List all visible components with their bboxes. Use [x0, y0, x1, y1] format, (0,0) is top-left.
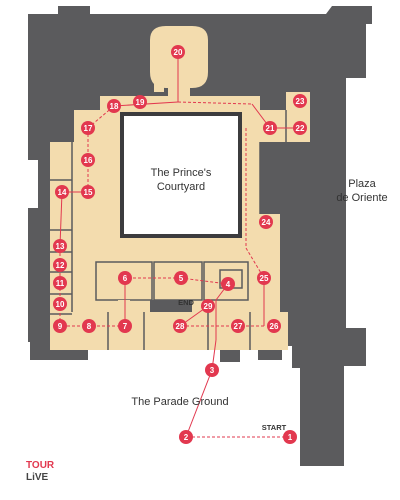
- stop-marker-8[interactable]: [82, 319, 96, 333]
- stop-number-4: 4: [226, 280, 231, 289]
- stop-number-22: 22: [296, 124, 305, 133]
- stop-marker-24[interactable]: [259, 215, 273, 229]
- stop-marker-7[interactable]: [118, 319, 132, 333]
- stop-marker-18[interactable]: [107, 99, 121, 113]
- stop-number-7: 7: [123, 322, 128, 331]
- end-label: END: [178, 298, 194, 307]
- stop-number-9: 9: [58, 322, 63, 331]
- stop-marker-16[interactable]: [81, 153, 95, 167]
- logo-line1: TOUR: [26, 460, 55, 471]
- stop-marker-14[interactable]: [55, 185, 69, 199]
- start-label: START: [262, 423, 287, 432]
- stop-number-29: 29: [204, 302, 213, 311]
- stop-number-16: 16: [84, 156, 93, 165]
- stop-marker-11[interactable]: [53, 276, 67, 290]
- stop-marker-26[interactable]: [267, 319, 281, 333]
- plaza-label-line2: de Oriente: [336, 192, 387, 204]
- stop-number-24: 24: [262, 218, 271, 227]
- stop-number-23: 23: [296, 97, 305, 106]
- stop-number-10: 10: [56, 300, 65, 309]
- stop-marker-12[interactable]: [53, 258, 67, 272]
- stop-marker-21[interactable]: [263, 121, 277, 135]
- stop-marker-1[interactable]: [283, 430, 297, 444]
- stop-marker-20[interactable]: [171, 45, 185, 59]
- stop-number-26: 26: [270, 322, 279, 331]
- stop-number-11: 11: [56, 279, 65, 288]
- stop-number-1: 1: [288, 433, 293, 442]
- stop-number-20: 20: [174, 48, 183, 57]
- stop-number-19: 19: [136, 98, 145, 107]
- stop-marker-28[interactable]: [173, 319, 187, 333]
- courtyard-label-line1: The Prince's: [151, 167, 212, 179]
- courtyard-label-line2: Courtyard: [157, 181, 205, 193]
- stop-marker-3[interactable]: [205, 363, 219, 377]
- stop-number-28: 28: [176, 322, 185, 331]
- stop-number-17: 17: [84, 124, 93, 133]
- stop-number-18: 18: [110, 102, 119, 111]
- plaza-label-line1: Plaza: [348, 178, 376, 190]
- stop-marker-13[interactable]: [53, 239, 67, 253]
- parade-ground-label: The Parade Ground: [131, 396, 228, 408]
- stop-number-5: 5: [179, 274, 184, 283]
- stop-number-14: 14: [58, 188, 67, 197]
- stop-number-25: 25: [260, 274, 269, 283]
- stop-number-8: 8: [87, 322, 92, 331]
- logo-line2: LiVE: [26, 472, 49, 483]
- stop-number-27: 27: [234, 322, 243, 331]
- stop-marker-17[interactable]: [81, 121, 95, 135]
- stop-marker-27[interactable]: [231, 319, 245, 333]
- stop-marker-19[interactable]: [133, 95, 147, 109]
- stop-marker-25[interactable]: [257, 271, 271, 285]
- stop-marker-22[interactable]: [293, 121, 307, 135]
- stop-number-21: 21: [266, 124, 275, 133]
- stop-marker-15[interactable]: [81, 185, 95, 199]
- stop-marker-2[interactable]: [179, 430, 193, 444]
- stop-number-2: 2: [184, 433, 189, 442]
- stop-marker-10[interactable]: [53, 297, 67, 311]
- stop-number-15: 15: [84, 188, 93, 197]
- stop-number-13: 13: [56, 242, 65, 251]
- stop-number-3: 3: [210, 366, 215, 375]
- stop-marker-5[interactable]: [174, 271, 188, 285]
- stop-number-12: 12: [56, 261, 65, 270]
- stop-marker-29[interactable]: [201, 299, 215, 313]
- stop-markers: 1 2 3 4 5 6 7 8 9 10 11 12 13 14 15 16 1…: [53, 45, 307, 444]
- stop-marker-9[interactable]: [53, 319, 67, 333]
- stop-marker-6[interactable]: [118, 271, 132, 285]
- stop-number-6: 6: [123, 274, 128, 283]
- stop-marker-4[interactable]: [221, 277, 235, 291]
- stop-marker-23[interactable]: [293, 94, 307, 108]
